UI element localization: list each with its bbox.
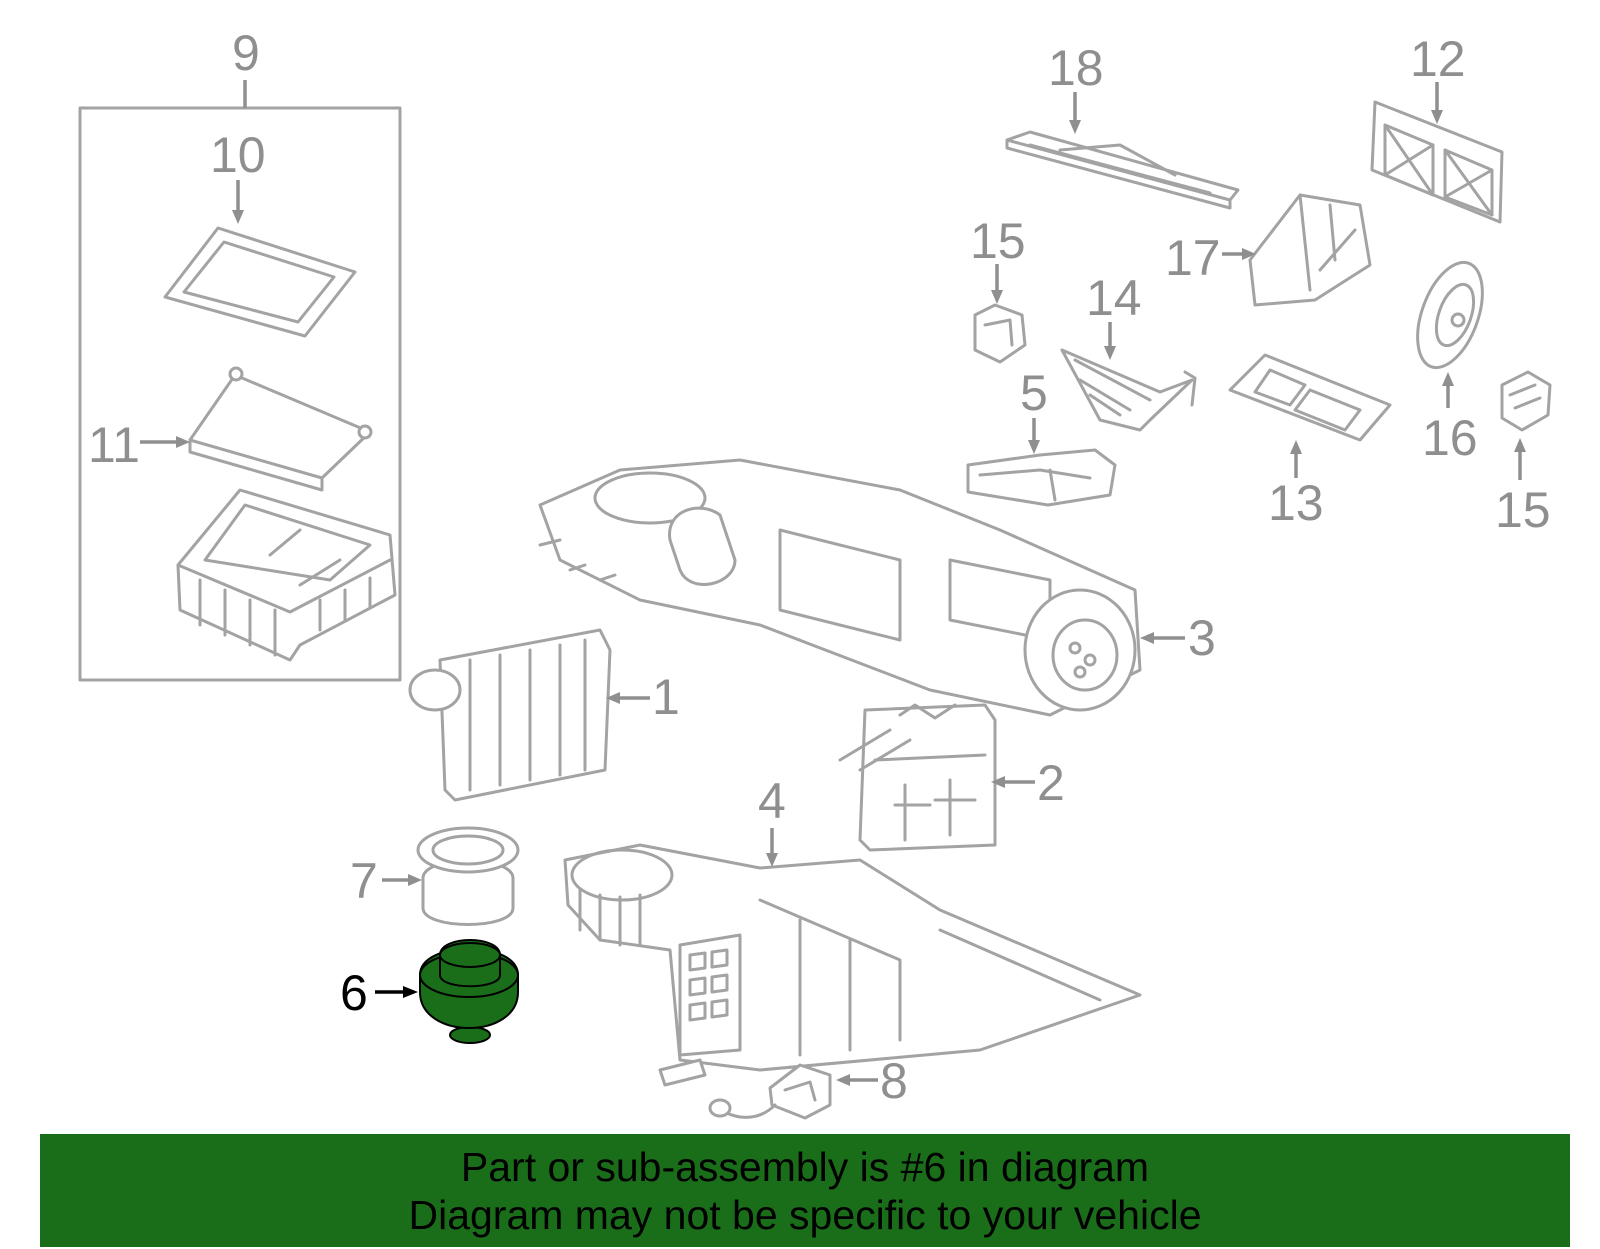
- label-2: 2: [1037, 755, 1065, 811]
- part-6-blower-motor[interactable]: [419, 939, 519, 1044]
- part-labels: 9 10 11 18 12 17 15 14 5 16 13 15 3 1 2 …: [88, 25, 1551, 1109]
- label-3: 3: [1188, 610, 1216, 666]
- group-9-box: [78, 80, 402, 682]
- label-14: 14: [1086, 270, 1142, 326]
- part-11-filter[interactable]: [188, 366, 373, 492]
- label-6: 6: [340, 965, 368, 1021]
- part-2-heater-core[interactable]: [838, 703, 997, 852]
- label-4: 4: [758, 773, 786, 829]
- label-16: 16: [1422, 410, 1478, 466]
- label-1: 1: [652, 669, 680, 725]
- part-3-housing[interactable]: [538, 458, 1142, 717]
- label-12: 12: [1410, 31, 1466, 87]
- label-9: 9: [232, 25, 260, 81]
- label-11: 11: [88, 417, 140, 473]
- part-1-evaporator[interactable]: [408, 628, 612, 802]
- part-12-grille[interactable]: [1370, 100, 1504, 224]
- label-10: 10: [210, 127, 266, 183]
- banner-line-2: Diagram may not be specific to your vehi…: [408, 1191, 1202, 1238]
- banner-line-1: Part or sub-assembly is #6 in diagram: [460, 1143, 1150, 1190]
- part-15-actuator-b[interactable]: [1500, 370, 1552, 432]
- part-5-bracket[interactable]: [966, 448, 1117, 507]
- part-10-cover[interactable]: [163, 226, 357, 338]
- label-13: 13: [1268, 475, 1324, 531]
- part-13-duct[interactable]: [1228, 353, 1392, 442]
- part-9-housing[interactable]: [176, 488, 397, 662]
- label-18: 18: [1048, 40, 1104, 96]
- part-14-door[interactable]: [1060, 348, 1197, 432]
- part-17-bracket[interactable]: [1248, 193, 1372, 307]
- part-18-filter[interactable]: [1005, 130, 1240, 210]
- part-7-blower-wheel[interactable]: [416, 826, 520, 926]
- part-15-actuator-a[interactable]: [973, 303, 1027, 364]
- part-8-actuator[interactable]: [708, 1063, 832, 1120]
- label-15-top: 15: [970, 213, 1026, 269]
- part-16-fan[interactable]: [1405, 254, 1495, 377]
- label-8: 8: [880, 1053, 908, 1109]
- label-7: 7: [350, 853, 378, 909]
- label-15-right: 15: [1495, 482, 1551, 538]
- info-banner: Part or sub-assembly is #6 in diagram Di…: [40, 1134, 1570, 1247]
- label-5: 5: [1020, 365, 1048, 421]
- label-17: 17: [1165, 230, 1221, 286]
- callout-arrows: [140, 82, 1526, 1086]
- part-4-lower-case[interactable]: [563, 843, 1142, 1087]
